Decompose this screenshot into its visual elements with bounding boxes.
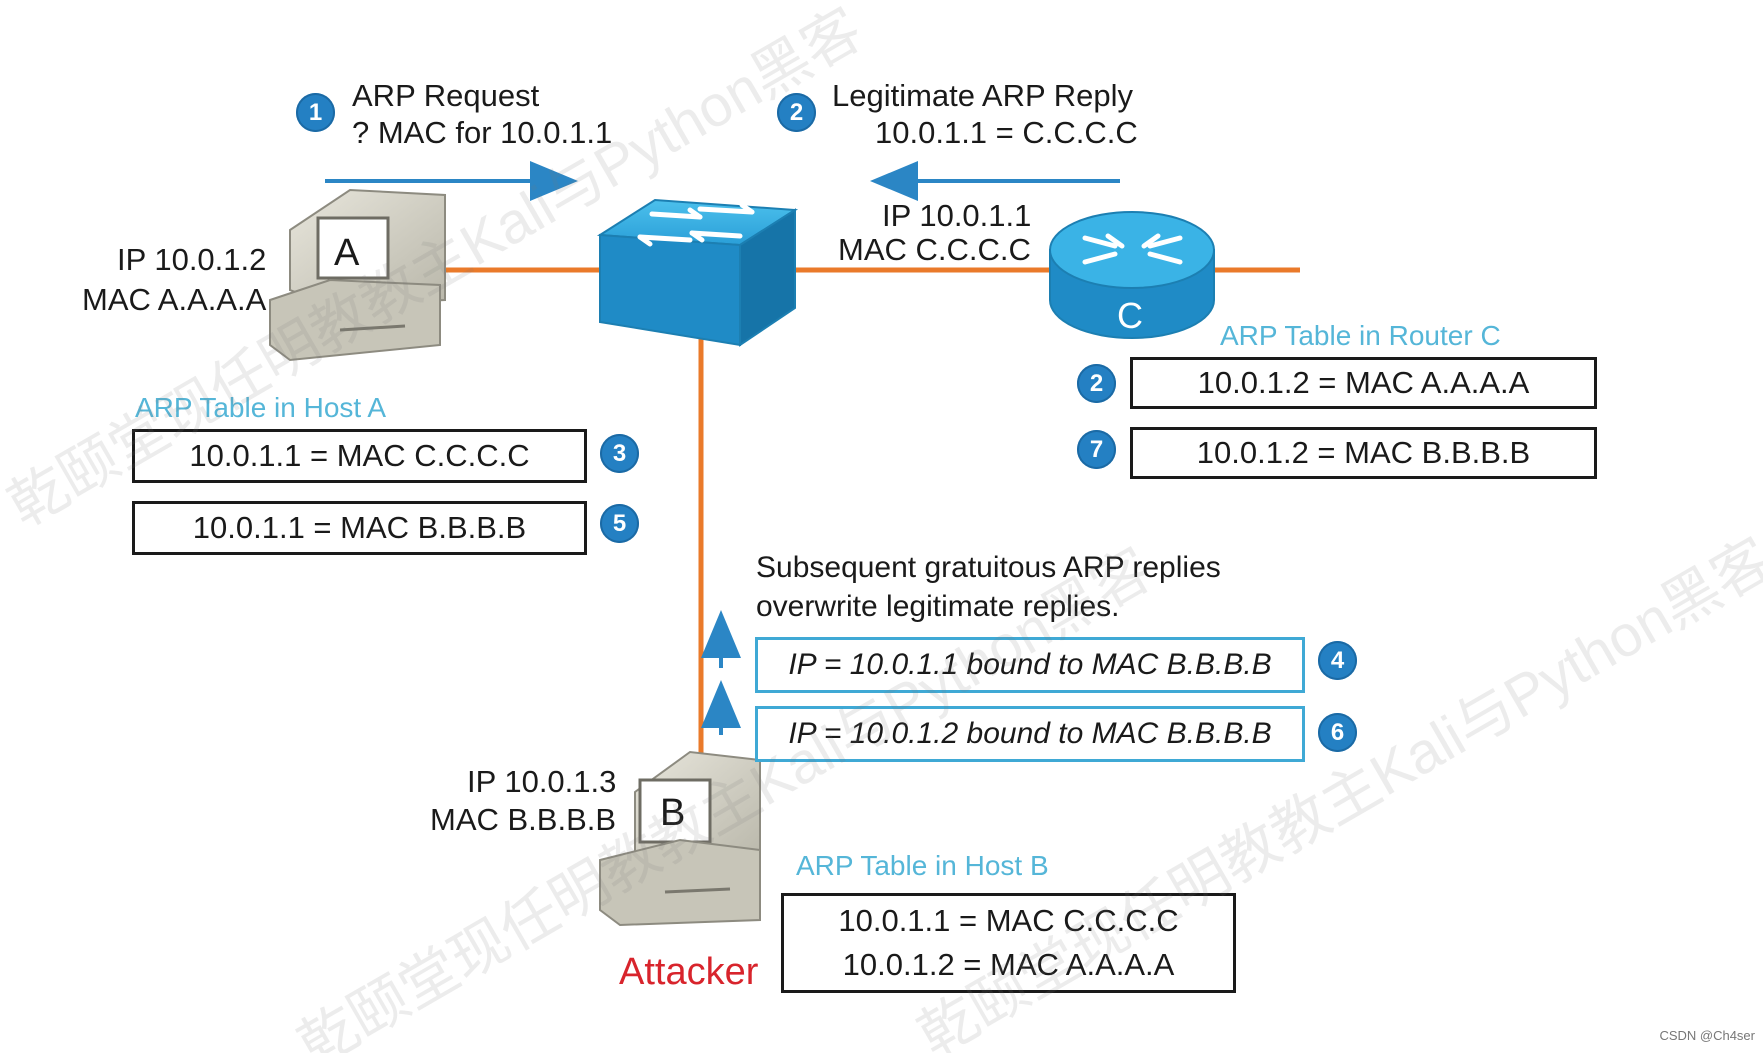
- host-b-table-row-text: 10.0.1.2 = MAC A.A.A.A: [842, 946, 1175, 982]
- host-a-table-row: 10.0.1.1 = MAC B.B.B.B: [132, 501, 587, 555]
- host-b-ip: IP 10.0.1.3: [467, 764, 617, 799]
- host-a-table-caption: ARP Table in Host A: [135, 392, 387, 423]
- router-table-row-text: 10.0.1.2 = MAC B.B.B.B: [1196, 435, 1531, 470]
- router-icon: [1049, 211, 1215, 339]
- host-a-computer-icon: [269, 188, 446, 362]
- host-a-mac: MAC A.A.A.A: [82, 282, 267, 317]
- host-b-mac: MAC B.B.B.B: [430, 802, 617, 837]
- gratuitous-reply-box: IP = 10.0.1.1 bound to MAC B.B.B.B: [755, 637, 1305, 693]
- arp-request-label: ARP Request: [352, 78, 540, 113]
- step-4-badge: 4: [1318, 641, 1357, 680]
- host-b-table-caption: ARP Table in Host B: [796, 850, 1049, 881]
- legit-reply-value: 10.0.1.1 = C.C.C.C: [875, 115, 1138, 150]
- router-mac: MAC C.C.C.C: [838, 232, 1031, 267]
- host-a-table-row-text: 10.0.1.1 = MAC C.C.C.C: [189, 438, 530, 473]
- message-arrows: [325, 161, 1120, 735]
- host-b-table: 10.0.1.1 = MAC C.C.C.C 10.0.1.2 = MAC A.…: [781, 893, 1236, 993]
- switch-icon: [596, 198, 799, 347]
- host-a-table-row: 10.0.1.1 = MAC C.C.C.C: [132, 429, 587, 483]
- arp-request-query: ? MAC for 10.0.1.1: [352, 115, 613, 150]
- router-table-row: 10.0.1.2 = MAC A.A.A.A: [1130, 357, 1597, 409]
- step-7-badge: 7: [1077, 430, 1116, 469]
- router-table-caption: ARP Table in Router C: [1220, 320, 1501, 351]
- attacker-label: Attacker: [619, 951, 759, 993]
- gratuitous-note-line1: Subsequent gratuitous ARP replies: [756, 551, 1221, 584]
- host-a-ip: IP 10.0.1.2: [117, 242, 267, 277]
- host-b-table-row-text: 10.0.1.1 = MAC C.C.C.C: [838, 903, 1179, 939]
- host-a-table-row-text: 10.0.1.1 = MAC B.B.B.B: [192, 510, 527, 545]
- host-b-computer-icon: [599, 750, 761, 927]
- gratuitous-note-line2: overwrite legitimate replies.: [756, 590, 1120, 623]
- step-6-badge: 6: [1318, 713, 1357, 752]
- step-3-badge: 3: [600, 434, 639, 473]
- footer-credit: CSDN @Ch4ser: [1659, 1028, 1755, 1043]
- host-a-letter: A: [334, 232, 360, 274]
- step-2b-badge: 2: [1077, 364, 1116, 403]
- router-ip: IP 10.0.1.1: [882, 198, 1032, 233]
- step-5-badge: 5: [600, 504, 639, 543]
- step-1-badge: 1: [296, 93, 335, 132]
- legit-reply-label: Legitimate ARP Reply: [832, 78, 1133, 113]
- gratuitous-reply-box: IP = 10.0.1.2 bound to MAC B.B.B.B: [755, 706, 1305, 762]
- router-letter: C: [1117, 295, 1143, 336]
- router-table-row: 10.0.1.2 = MAC B.B.B.B: [1130, 427, 1597, 479]
- gratuitous-reply-text: IP = 10.0.1.1 bound to MAC B.B.B.B: [788, 648, 1272, 681]
- router-table-row-text: 10.0.1.2 = MAC A.A.A.A: [1197, 365, 1530, 400]
- gratuitous-reply-text: IP = 10.0.1.2 bound to MAC B.B.B.B: [788, 717, 1272, 750]
- step-2-badge: 2: [777, 93, 816, 132]
- host-b-letter: B: [660, 792, 686, 834]
